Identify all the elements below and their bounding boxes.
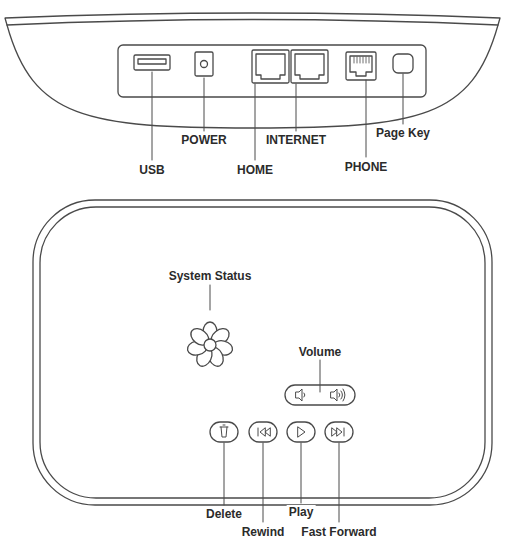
port-panel xyxy=(118,45,426,97)
fast-forward-button xyxy=(325,422,353,442)
button-label: Fast Forward xyxy=(299,525,378,539)
leader-line xyxy=(224,443,225,505)
volume-up-icon xyxy=(331,389,345,401)
power-jack xyxy=(195,52,213,76)
system-status-logo xyxy=(186,322,234,369)
leader-lines-bottom xyxy=(210,285,339,522)
internet-port xyxy=(291,50,328,83)
button-label: Delete xyxy=(204,507,244,521)
home-port xyxy=(252,50,289,83)
volume-down-icon xyxy=(296,389,305,401)
phone-port-inner xyxy=(350,56,372,76)
usb-port-inner xyxy=(138,59,166,64)
button-label: Play xyxy=(287,505,316,519)
rewind-button xyxy=(249,422,277,442)
leader-line xyxy=(403,74,404,124)
page-key-button xyxy=(393,54,413,73)
port-label: HOME xyxy=(235,163,275,177)
leader-line xyxy=(255,84,256,160)
control-label: Volume xyxy=(297,345,343,359)
logo-center xyxy=(204,339,216,351)
leader-line xyxy=(152,72,153,160)
device-rim xyxy=(7,20,498,26)
home-port-inner xyxy=(256,54,285,79)
power-jack-hole xyxy=(201,61,208,68)
fast-forward-icon xyxy=(332,428,344,436)
usb-port xyxy=(134,55,170,70)
port-label: USB xyxy=(137,163,166,177)
leader-lines-top xyxy=(152,72,403,160)
internet-port-inner xyxy=(295,54,324,79)
leader-line xyxy=(339,443,340,522)
port-label: POWER xyxy=(179,133,228,147)
phone-port-pins xyxy=(354,57,369,63)
device-body-rear xyxy=(5,13,500,128)
delete-button xyxy=(210,422,238,442)
play-icon xyxy=(298,427,305,437)
button-label: Rewind xyxy=(240,525,287,539)
leader-line xyxy=(263,443,264,522)
phone-port xyxy=(346,52,376,80)
play-button xyxy=(287,422,315,442)
button-label: Page Key xyxy=(374,126,432,140)
leader-line xyxy=(296,84,297,131)
leader-line xyxy=(210,285,211,310)
port-label: PHONE xyxy=(343,160,390,174)
leader-line xyxy=(301,443,302,503)
leader-line xyxy=(204,78,205,131)
delete-icon xyxy=(220,425,228,437)
port-label: INTERNET xyxy=(264,133,328,147)
leader-line xyxy=(320,360,321,392)
indicator-label: System Status xyxy=(167,269,254,283)
rewind-icon xyxy=(258,428,270,436)
leader-line xyxy=(366,80,367,157)
